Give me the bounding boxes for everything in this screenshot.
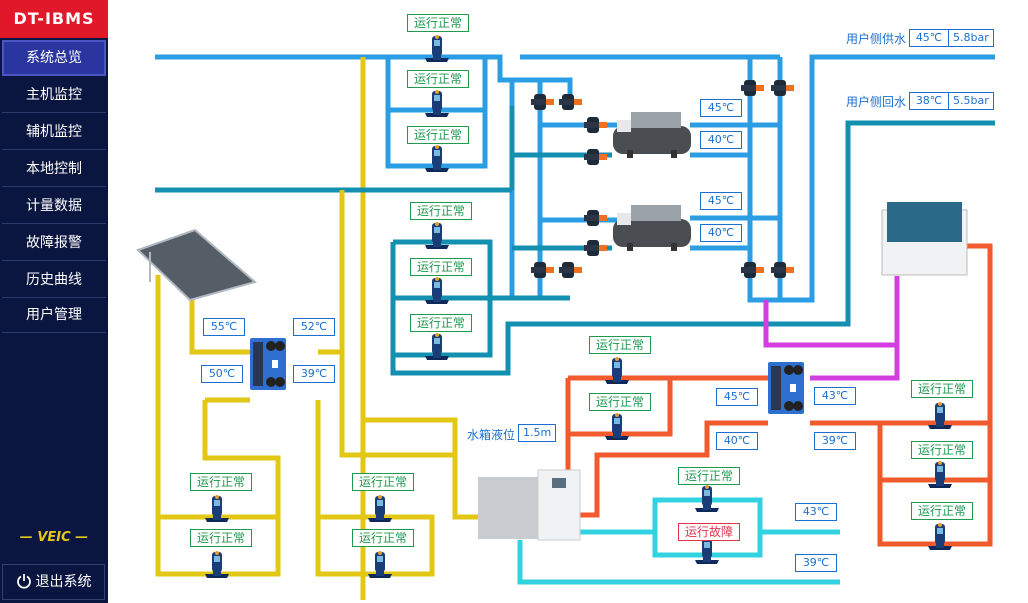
solar-hx-t1: 55℃ — [203, 318, 245, 336]
sidebar-item-host-monitor[interactable]: 主机监控 — [2, 77, 106, 113]
heat-pump-unit[interactable] — [881, 202, 968, 276]
heatpump-hx-t3: 40℃ — [716, 432, 758, 450]
solar-hx-t3: 50℃ — [201, 365, 243, 383]
valve[interactable] — [741, 262, 764, 278]
chiller-1-out-temp: 45℃ — [700, 99, 742, 117]
pump-status: 运行正常 — [410, 202, 472, 220]
user-return-pressure: 5.5bar — [949, 92, 994, 110]
pump-status-fault: 运行故障 — [678, 523, 740, 541]
pump-status: 运行正常 — [190, 473, 252, 491]
water-tank-level-value: 1.5m — [518, 424, 557, 442]
water-tank-level-readout: 1.5m — [518, 424, 557, 442]
valve[interactable] — [584, 240, 607, 256]
solar-collector — [136, 228, 258, 302]
chiller-2[interactable] — [613, 205, 691, 251]
pump-status: 运行正常 — [190, 529, 252, 547]
water-tank-unit[interactable] — [478, 469, 581, 541]
pump-status: 运行正常 — [407, 14, 469, 32]
pump-status: 运行正常 — [410, 258, 472, 276]
power-icon — [16, 574, 31, 589]
heatpump-hx-t4: 39℃ — [814, 432, 856, 450]
pump-status: 运行正常 — [407, 126, 469, 144]
sidebar: DT-IBMS 系统总览 主机监控 辅机监控 本地控制 计量数据 故障报警 历史… — [0, 0, 108, 603]
cyan-loop-upper-temp: 43℃ — [795, 503, 837, 521]
heatpump-heat-exchanger — [768, 362, 804, 414]
water-tank-level-label: 水箱液位 — [467, 428, 516, 442]
pump-status: 运行正常 — [352, 529, 414, 547]
heatpump-hx-t1: 45℃ — [716, 388, 758, 406]
pump-icon[interactable] — [425, 222, 449, 249]
chiller-2-out-temp: 45℃ — [700, 192, 742, 210]
user-supply-pressure: 5.8bar — [949, 29, 994, 47]
brand-name: VEIC — [37, 530, 71, 545]
heatpump-pipes — [763, 276, 900, 381]
sidebar-item-users[interactable]: 用户管理 — [2, 297, 106, 333]
valve[interactable] — [559, 94, 582, 110]
sidebar-item-local-control[interactable]: 本地控制 — [2, 151, 106, 187]
heatpump-hx-t2: 43℃ — [814, 387, 856, 405]
logout-label: 退出系统 — [35, 574, 92, 590]
pump-status: 运行正常 — [911, 380, 973, 398]
system-diagram — [136, 35, 995, 600]
user-return-readout: 38℃ 5.5bar — [909, 92, 994, 110]
sidebar-item-aux-monitor[interactable]: 辅机监控 — [2, 114, 106, 150]
pump-status: 运行正常 — [589, 336, 651, 354]
user-supply-readout: 45℃ 5.8bar — [909, 29, 994, 47]
pump-status: 运行正常 — [589, 393, 651, 411]
pump-icon[interactable] — [425, 90, 449, 117]
valve[interactable] — [771, 80, 794, 96]
solar-pipes — [155, 190, 478, 577]
solar-hx-t2: 52℃ — [293, 318, 335, 336]
sidebar-item-history[interactable]: 历史曲线 — [2, 262, 106, 298]
sidebar-item-alarms[interactable]: 故障报警 — [2, 225, 106, 261]
pump-status: 运行正常 — [352, 473, 414, 491]
return-pipes — [155, 106, 995, 376]
valve[interactable] — [584, 117, 607, 133]
pump-status: 运行正常 — [678, 467, 740, 485]
circulation-pump-icon[interactable] — [695, 537, 719, 564]
sidebar-item-overview[interactable]: 系统总览 — [2, 40, 106, 76]
chiller-1-in-temp: 40℃ — [700, 131, 742, 149]
pump-icon[interactable] — [928, 461, 952, 488]
valve[interactable] — [531, 94, 554, 110]
pump-status: 运行正常 — [407, 70, 469, 88]
app-logo: DT-IBMS — [0, 0, 108, 38]
sidebar-item-metering[interactable]: 计量数据 — [2, 188, 106, 224]
valve[interactable] — [584, 149, 607, 165]
solar-heat-exchanger — [250, 338, 286, 390]
pump-status: 运行正常 — [911, 502, 973, 520]
valve[interactable] — [741, 80, 764, 96]
valve[interactable] — [584, 210, 607, 226]
valve[interactable] — [531, 262, 554, 278]
pump-status: 运行正常 — [410, 314, 472, 332]
user-supply-label: 用户侧供水 — [846, 32, 907, 46]
user-supply-temp: 45℃ — [909, 29, 949, 47]
brand: — VEIC — — [19, 530, 89, 545]
user-return-temp: 38℃ — [909, 92, 949, 110]
cyan-loop-lower-temp: 39℃ — [795, 554, 837, 572]
valve[interactable] — [771, 262, 794, 278]
logout-button[interactable]: 退出系统 — [2, 564, 105, 600]
valve[interactable] — [559, 262, 582, 278]
chiller-1[interactable] — [613, 112, 691, 158]
solar-hx-t4: 39℃ — [293, 365, 335, 383]
pump-status: 运行正常 — [911, 441, 973, 459]
chiller-2-in-temp: 40℃ — [700, 224, 742, 242]
user-return-label: 用户侧回水 — [846, 95, 907, 109]
